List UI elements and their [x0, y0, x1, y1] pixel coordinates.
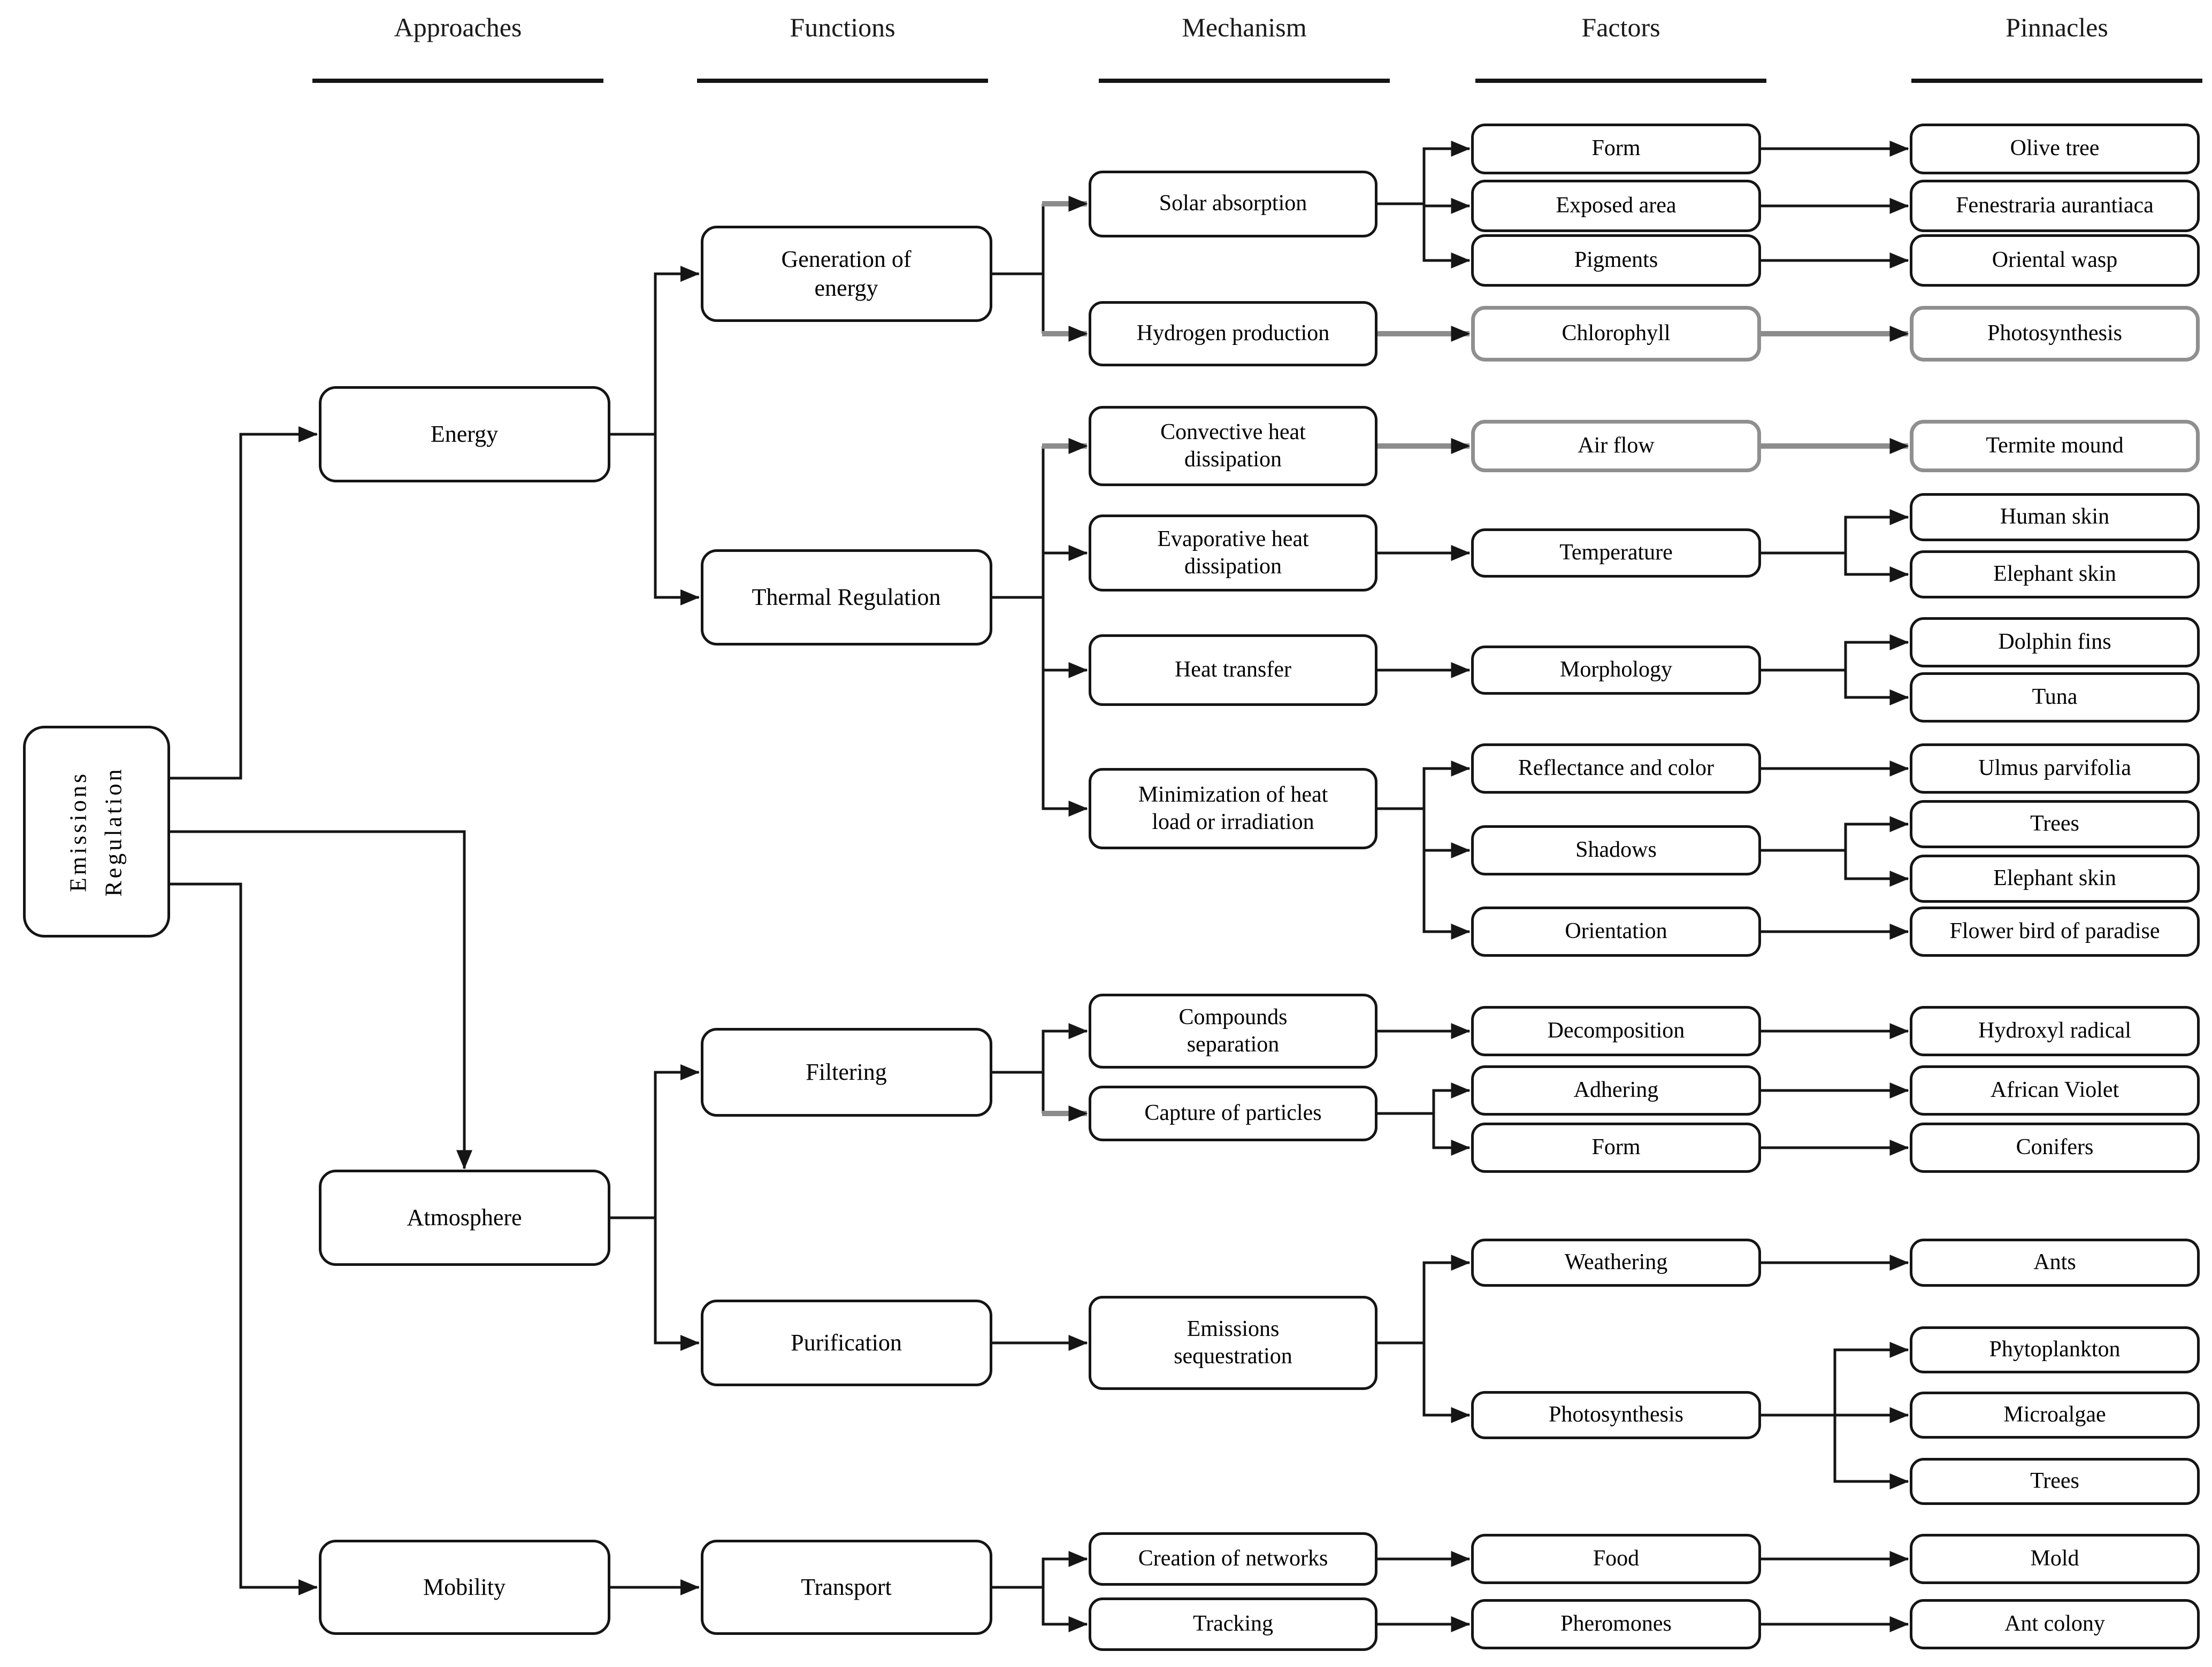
node-termite: Termite mound [1910, 420, 2200, 472]
edge-line [609, 433, 700, 605]
node-decomposition: Decomposition [1471, 1006, 1761, 1056]
node-human: Human skin [1910, 493, 2200, 541]
node-weathering: Weathering [1471, 1239, 1761, 1287]
node-root: Emissions Regulation [22, 726, 170, 938]
node-pheromones: Pheromones [1471, 1599, 1761, 1649]
node-hydrogen: Hydrogen production [1089, 301, 1377, 366]
edge-line [1376, 1112, 1471, 1156]
node-thermal: Thermal Regulation [700, 549, 992, 646]
node-trees1: Trees [1910, 800, 2200, 848]
node-heat: Heat transfer [1089, 634, 1377, 706]
edge-line [991, 446, 1045, 599]
edge-line [1760, 509, 1909, 555]
edge-line [991, 272, 1045, 334]
node-morphology: Morphology [1471, 646, 1761, 695]
node-trees2: Trees [1910, 1458, 2200, 1505]
column-header-pinnacles: Pinnacles [1911, 12, 2202, 83]
node-filtering: Filtering [700, 1028, 992, 1117]
node-food: Food [1471, 1534, 1761, 1584]
node-micro: Microalgae [1910, 1392, 2200, 1439]
node-evaporative: Evaporative heat dissipation [1089, 514, 1377, 591]
column-header-approaches: Approaches [312, 12, 603, 83]
node-olive: Olive tree [1910, 123, 2200, 174]
column-header-factors: Factors [1475, 12, 1766, 83]
node-pigments: Pigments [1471, 234, 1761, 287]
node-energy: Energy [318, 386, 610, 482]
edge-line [1376, 202, 1471, 268]
node-temperature: Temperature [1471, 528, 1761, 578]
edge-line [1760, 669, 1909, 705]
node-antcolony: Ant colony [1910, 1599, 2200, 1649]
node-elephant2: Elephant skin [1910, 855, 2200, 903]
edge-line [169, 426, 318, 780]
edge-line [609, 266, 700, 436]
node-mold: Mold [1910, 1534, 2200, 1584]
edge-line [169, 882, 318, 1595]
edge-line [991, 596, 1088, 817]
edge-line [991, 1586, 1088, 1632]
edge-line [991, 545, 1088, 599]
node-hydroxyl: Hydroxyl radical [1910, 1006, 2200, 1056]
edge-line [991, 1551, 1088, 1589]
node-atmosphere: Atmosphere [318, 1170, 610, 1266]
node-adhering: Adhering [1471, 1065, 1761, 1116]
node-solar: Solar absorption [1089, 170, 1377, 237]
node-compounds: Compounds separation [1089, 994, 1377, 1069]
edge-line [991, 204, 1045, 275]
edge-line [1760, 551, 1909, 582]
edge-line [1760, 634, 1909, 672]
node-tuna: Tuna [1910, 672, 2200, 723]
edge-line [1760, 1414, 1909, 1489]
node-phyto: Phytoplankton [1910, 1326, 2200, 1373]
node-orientation: Orientation [1471, 907, 1761, 957]
edge-line [609, 1064, 700, 1219]
node-ants: Ants [1910, 1239, 2200, 1287]
edge-line [1376, 1255, 1471, 1345]
node-purification: Purification [700, 1300, 992, 1386]
node-convective: Convective heat dissipation [1089, 406, 1377, 486]
node-shadows: Shadows [1471, 825, 1761, 875]
root-label: Emissions Regulation [65, 766, 127, 897]
node-airflow: Air flow [1471, 420, 1761, 472]
node-oriental: Oriental wasp [1910, 234, 2200, 287]
node-capture: Capture of particles [1089, 1086, 1377, 1141]
node-dolphin: Dolphin fins [1910, 617, 2200, 667]
edge-line [991, 1071, 1045, 1113]
node-chlorophyll: Chlorophyll [1471, 306, 1761, 362]
node-exposed: Exposed area [1471, 180, 1761, 232]
edge-line [1760, 1342, 1909, 1417]
node-mobility: Mobility [318, 1540, 610, 1635]
node-form1: Form [1471, 123, 1761, 174]
edge-line [1376, 141, 1471, 205]
edge-line [1376, 760, 1471, 810]
column-header-functions: Functions [697, 12, 988, 83]
edge-line [1376, 807, 1471, 940]
edge-line [1760, 849, 1909, 887]
node-minimization: Minimization of heat load or irradiation [1089, 768, 1377, 849]
node-conifers: Conifers [1910, 1123, 2200, 1173]
node-generation: Generation of energy [700, 226, 992, 322]
node-african: African Violet [1910, 1065, 2200, 1116]
node-reflectance: Reflectance and color [1471, 743, 1761, 794]
node-transport: Transport [700, 1540, 992, 1635]
edge-line [991, 596, 1088, 678]
node-fenestraria: Fenestraria aurantiaca [1910, 180, 2200, 232]
node-form2: Form [1471, 1123, 1761, 1173]
node-creation: Creation of networks [1089, 1532, 1377, 1586]
node-emissions_seq: Emissions sequestration [1089, 1296, 1377, 1390]
edge-line [169, 830, 472, 1170]
node-photosynthesis_p: Photosynthesis [1910, 306, 2200, 362]
node-flower: Flower bird of paradise [1910, 907, 2200, 957]
node-elephant1: Elephant skin [1910, 550, 2200, 598]
node-ulmus: Ulmus parvifolia [1910, 743, 2200, 794]
edge-line [1376, 1082, 1471, 1115]
edge-line [609, 1216, 700, 1351]
edge-line [991, 1023, 1088, 1074]
node-photosynthesis_f: Photosynthesis [1471, 1391, 1761, 1439]
edge-line [1760, 816, 1909, 852]
node-tracking: Tracking [1089, 1597, 1377, 1651]
column-header-mechanism: Mechanism [1099, 12, 1390, 83]
edge-line [1376, 1341, 1471, 1423]
